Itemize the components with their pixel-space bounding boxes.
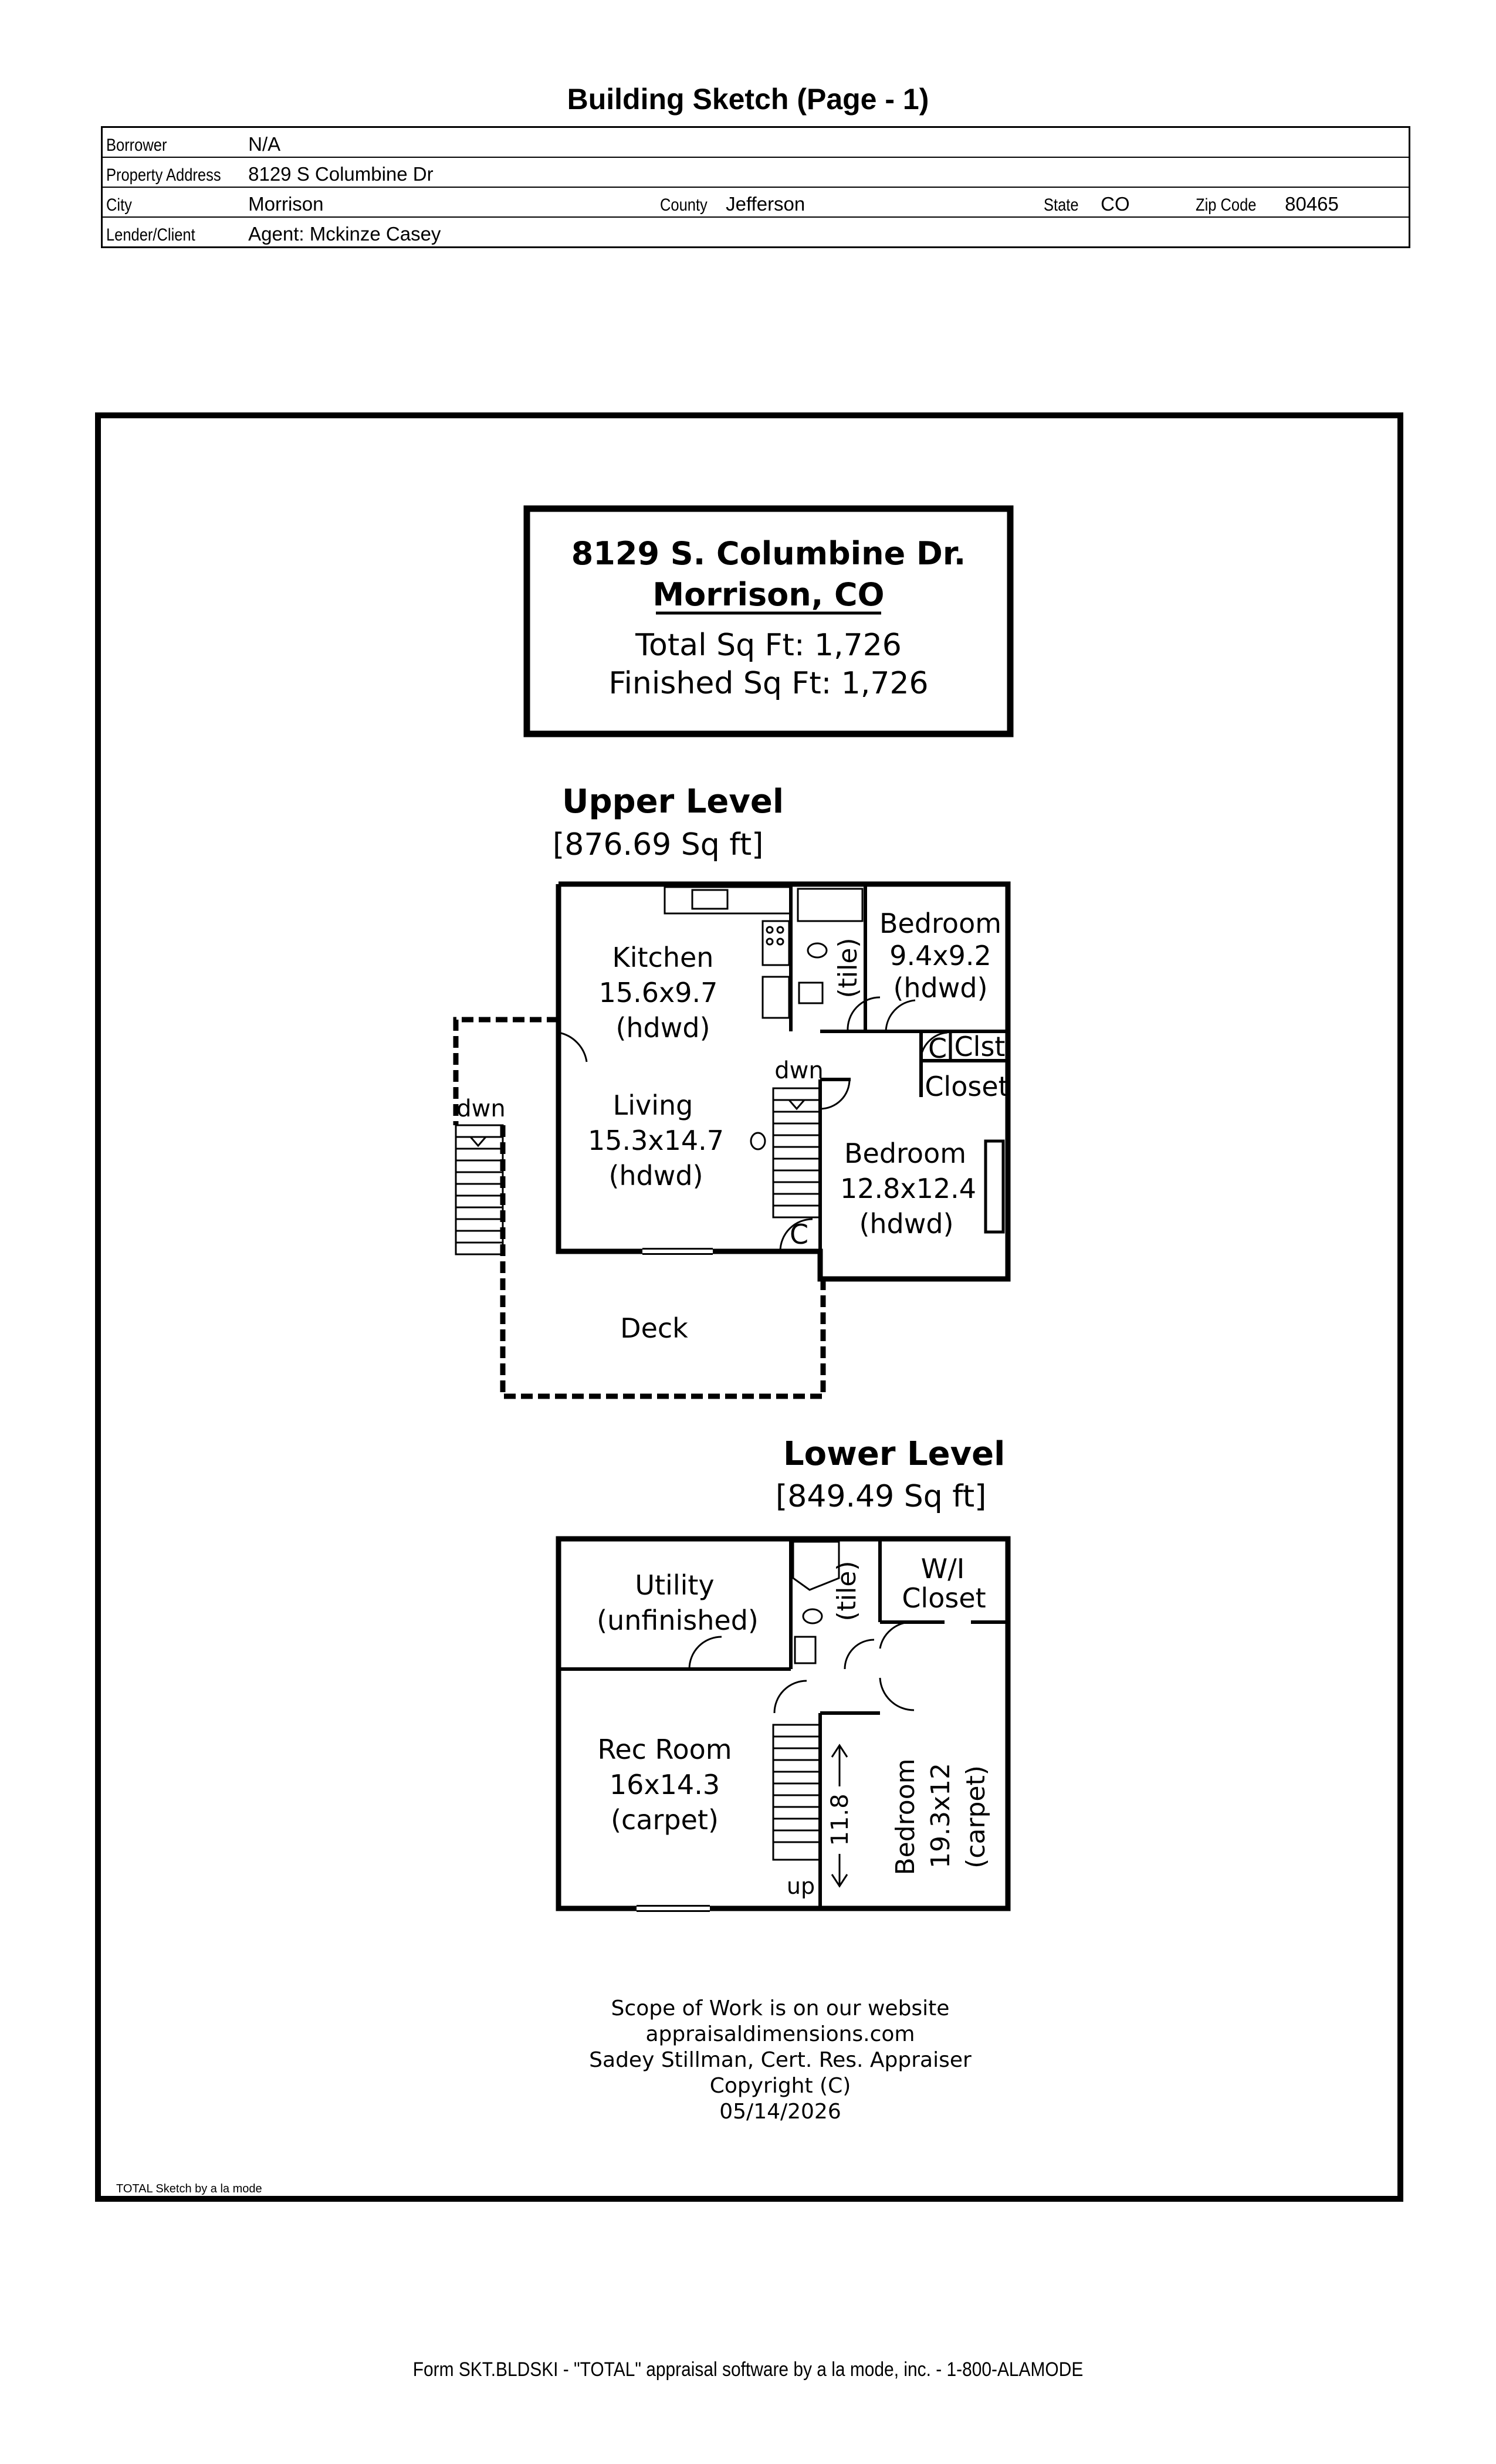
summary-city: Morrison, CO — [652, 576, 884, 613]
bedroom2-floor: (hdwd) — [859, 1208, 953, 1240]
living-floor: (hdwd) — [608, 1160, 703, 1192]
state-value: CO — [1097, 187, 1193, 218]
bedroom1-floor: (hdwd) — [893, 972, 987, 1004]
living-size: 15.3x14.7 — [588, 1125, 724, 1156]
borrower-value: N/A — [245, 126, 1410, 158]
form-footer: Form SKT.BLDSKI - "TOTAL" appraisal soft… — [412, 2358, 1084, 2381]
upper-doors — [558, 996, 948, 1255]
note-line-2: appraisaldimensions.com — [645, 2022, 915, 2046]
note-line-5: 05/14/2026 — [719, 2100, 841, 2124]
note-line-3: Sadey Stillman, Cert. Res. Appraiser — [589, 2048, 972, 2072]
stairs-up-label: up — [787, 1873, 815, 1899]
bedroom1-name: Bedroom — [879, 908, 1001, 939]
lower-bedroom-floor: (carpet) — [961, 1765, 991, 1869]
city-label: City — [106, 195, 132, 215]
state-label: State — [1044, 195, 1079, 215]
summary-address: 8129 S. Columbine Dr. — [571, 535, 966, 572]
note-line-1: Scope of Work is on our website — [611, 1996, 950, 2020]
deck-label: Deck — [620, 1312, 688, 1344]
county-value: Jefferson — [722, 187, 1041, 218]
page-title: Building Sketch (Page - 1) — [567, 83, 929, 116]
clst-label: Clst — [955, 1031, 1006, 1062]
borrower-row: Borrower N/A — [101, 126, 1410, 158]
kitchen-size: 15.6x9.7 — [599, 977, 718, 1008]
lower-heading: Lower Level — [783, 1435, 1005, 1473]
address-label: Property Address — [106, 165, 221, 185]
bedroom2-size: 12.8x12.4 — [840, 1173, 976, 1204]
rec-room-name: Rec Room — [597, 1734, 732, 1765]
upper-area: [876.69 Sq ft] — [553, 827, 763, 862]
stairs-down-label: dwn — [774, 1057, 823, 1084]
deck-outline — [453, 1017, 826, 1399]
lower-doors — [637, 1620, 971, 1912]
upper-bath-tile-label: (tile) — [833, 937, 863, 998]
software-note: TOTAL Sketch by a la mode — [116, 2182, 262, 2195]
note-line-4: Copyright (C) — [710, 2074, 851, 2098]
summary-finished: Finished Sq Ft: 1,726 — [608, 666, 928, 701]
city-value: Morrison — [245, 187, 657, 218]
bedroom1-size: 9.4x9.2 — [889, 940, 991, 972]
deck-stairs-down-label: dwn — [456, 1095, 505, 1122]
bedroom2-name: Bedroom — [844, 1138, 966, 1169]
lower-area: [849.49 Sq ft] — [776, 1479, 986, 1514]
kitchen-name: Kitchen — [612, 942, 714, 973]
property-info-table: Borrower N/A Property Address 8129 S Col… — [101, 126, 1410, 248]
upper-stairs — [455, 1087, 821, 1255]
lower-walls — [556, 1536, 1011, 1911]
closet-label: Closet — [925, 1071, 1008, 1102]
zip-value: 80465 — [1281, 187, 1410, 218]
wi-closet-name: W/I — [921, 1553, 965, 1585]
lower-bedroom-name: Bedroom — [891, 1758, 920, 1875]
wi-closet-name-2: Closet — [902, 1582, 986, 1614]
lower-fixtures — [792, 1541, 840, 1664]
closet-c1-label: C — [928, 1033, 947, 1064]
county-label: County — [660, 195, 708, 215]
lower-bedroom-size: 19.3x12 — [926, 1763, 956, 1869]
upper-fixtures — [664, 886, 864, 1150]
lender-label: Lender/Client — [106, 225, 195, 245]
lower-bath-tile-label: (tile) — [832, 1561, 862, 1621]
lower-stairs — [772, 1724, 848, 1888]
upper-heading: Upper Level — [562, 783, 784, 821]
closet-c2-label: C — [790, 1219, 808, 1250]
summary-box — [523, 505, 1014, 737]
address-row: Property Address 8129 S Columbine Dr — [101, 157, 1410, 188]
utility-name: Utility — [635, 1569, 714, 1601]
zip-label: Zip Code — [1196, 195, 1257, 215]
rec-room-floor: (carpet) — [611, 1804, 719, 1836]
borrower-label: Borrower — [106, 136, 167, 155]
city-row: City Morrison County Jefferson State CO … — [101, 187, 1410, 218]
address-value: 8129 S Columbine Dr — [245, 157, 1410, 188]
lender-value: Agent: Mckinze Casey — [245, 216, 1410, 248]
living-name: Living — [613, 1089, 693, 1121]
appraiser-notes: Scope of Work is on our website appraisa… — [589, 1996, 972, 2124]
lender-row: Lender/Client Agent: Mckinze Casey — [101, 216, 1410, 248]
utility-floor: (unfinished) — [597, 1605, 759, 1636]
rec-room-size: 16x14.3 — [610, 1769, 720, 1800]
summary-total: Total Sq Ft: 1,726 — [635, 628, 902, 663]
lower-dimension-label: 11.8 — [827, 1793, 854, 1846]
kitchen-floor: (hdwd) — [615, 1012, 710, 1044]
sketch-frame — [95, 412, 1403, 2202]
